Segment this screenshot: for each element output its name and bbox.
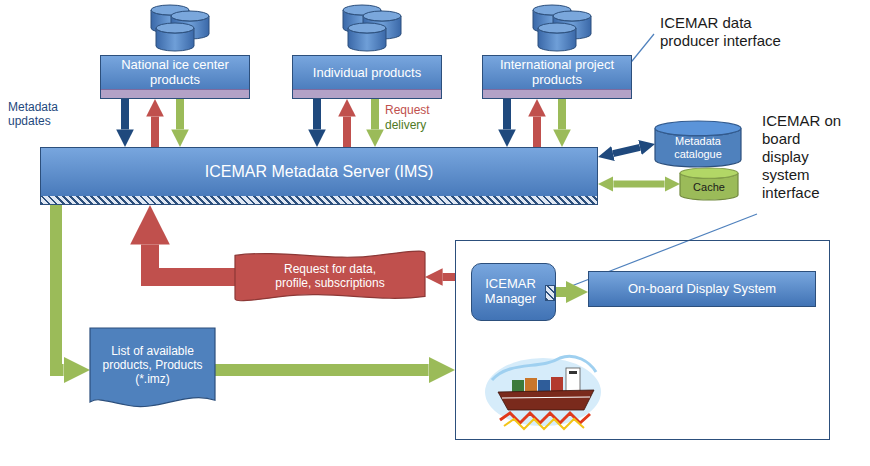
flow-arrow	[56, 205, 64, 370]
flow-arrow	[443, 273, 455, 281]
flow-arrow	[533, 117, 541, 147]
callout-label: ICEMAR data producer interface	[660, 14, 810, 50]
database-cylinder: Cache	[680, 168, 738, 200]
manager-box: ICEMAR Manager	[471, 263, 556, 321]
label-text: ICEMAR data producer interface	[660, 14, 781, 49]
node-text: Cache	[693, 181, 725, 194]
database-icons	[151, 5, 591, 51]
node-text: On-board Display System	[628, 282, 776, 297]
flow-arrow	[371, 99, 379, 129]
label-text: Metadata updates	[8, 100, 58, 128]
database-cylinder: Metadata catalogue	[655, 121, 741, 167]
flow-arrow	[613, 147, 640, 153]
label-text: Request	[385, 103, 430, 117]
node-text: Request for data, profile, subscriptions	[269, 263, 391, 291]
flow-arrow	[613, 181, 664, 188]
flow-arrow	[343, 117, 351, 147]
producer-box: International project products	[482, 55, 632, 99]
flow-arrow	[313, 99, 321, 129]
document-shape: Request for data, profile, subscriptions	[235, 250, 425, 304]
flow-arrow	[215, 364, 429, 376]
node-text: National ice center products	[107, 58, 243, 88]
node-text: Individual products	[313, 66, 421, 81]
flow-arrow	[558, 99, 566, 129]
flow-arrow	[150, 245, 235, 277]
label-text: delivery	[385, 118, 426, 132]
flow-arrow	[151, 117, 159, 147]
producer-box: National ice center products	[100, 55, 250, 99]
node-text: ICEMAR Metadata Server (IMS)	[205, 163, 434, 181]
server-bar: ICEMAR Metadata Server (IMS)	[40, 147, 598, 205]
callout-label: ICEMAR on board display system interface	[762, 112, 842, 202]
ship-illustration	[485, 356, 601, 429]
interface-port	[545, 285, 555, 301]
flow-arrow	[176, 99, 184, 129]
interface-strip	[293, 89, 441, 98]
flow-label: delivery	[385, 118, 455, 132]
flow-label: Request	[385, 103, 455, 117]
node-text: International project products	[489, 58, 625, 88]
flow-arrow	[503, 99, 511, 129]
interface-strip	[483, 89, 631, 98]
node-text: Metadata catalogue	[659, 135, 737, 160]
flow-label: Metadata updates	[8, 100, 88, 129]
flow-arrow	[556, 287, 566, 297]
interface-strip	[41, 196, 597, 204]
interface-strip	[101, 89, 249, 98]
node-text: List of available products, Products (*.…	[96, 345, 209, 386]
display-box: On-board Display System	[588, 271, 816, 307]
flow-arrow	[121, 99, 129, 129]
label-text: ICEMAR on board display system interface	[762, 112, 841, 201]
document-shape: List of available products, Products (*.…	[90, 328, 215, 412]
ship-frame: ICEMAR Manager On-board Display System	[455, 240, 830, 440]
producer-box: Individual products	[292, 55, 442, 99]
node-text: ICEMAR Manager	[478, 277, 543, 307]
